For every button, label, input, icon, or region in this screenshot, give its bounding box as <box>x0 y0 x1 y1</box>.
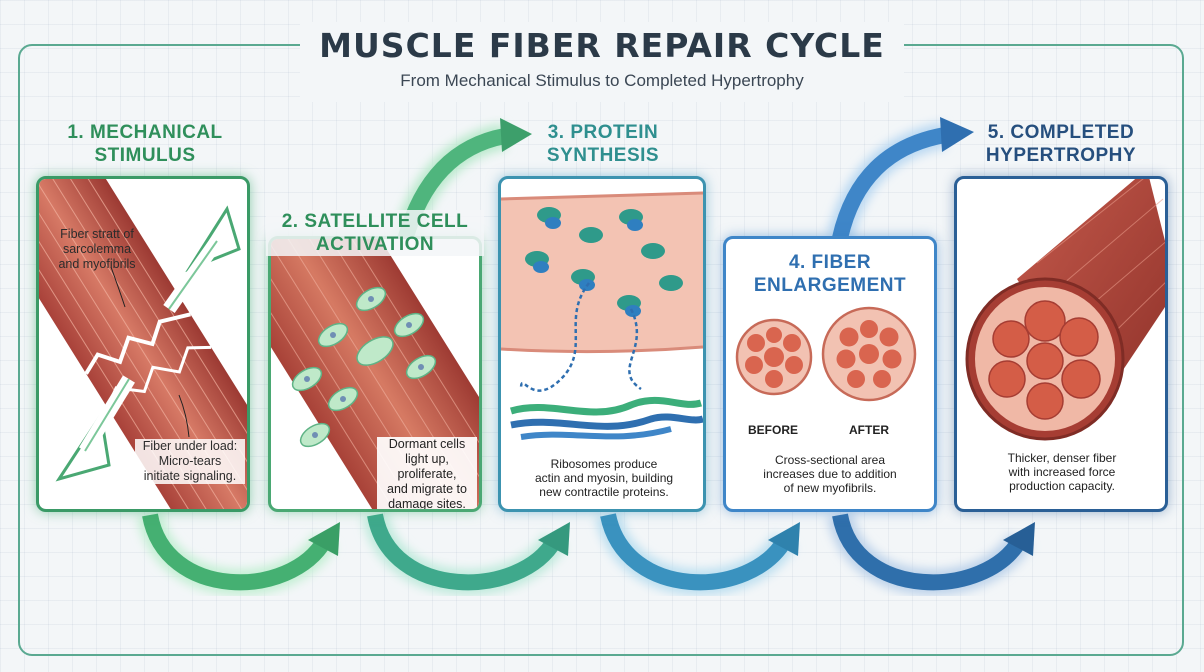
arc-arrow-top-2 <box>827 117 974 242</box>
stage-5-caption: Thicker, denser fiber with increased for… <box>967 451 1157 493</box>
stage-1-note-bottom-line-1: Fiber under load: <box>142 439 238 453</box>
stage-3-caption-line-3: new contractile proteins. <box>539 485 669 499</box>
stage-2-caption-line-4: damage sites. <box>388 497 466 511</box>
stage-3-caption-line-1: Ribosomes produce <box>550 457 658 471</box>
page-subtitle: From Mechanical Stimulus to Completed Hy… <box>400 71 804 90</box>
stage-5-caption-line-3: production capacity. <box>1009 479 1115 493</box>
stage-1-note-bottom-line-3: initiate signaling. <box>143 469 237 483</box>
stage-1-note-top-line-1: Fiber stratt of <box>60 227 134 241</box>
stage-2-card: Dormant cells light up, proliferate, and… <box>268 236 482 512</box>
stage-2-heading-line-2: ACTIVATION <box>315 234 435 255</box>
stage-4-caption-line-3: of new myofibrils. <box>783 481 877 495</box>
after-cross-section <box>821 306 917 402</box>
stage-1-card: Fiber stratt of sarcolemma and myofibril… <box>36 176 250 512</box>
protein-synthesis-illustration <box>501 191 703 440</box>
stage-3-heading: 3. PROTEIN SYNTHESIS <box>500 121 706 167</box>
stage-2-caption-line-2: light up, proliferate, <box>397 452 457 481</box>
before-label: BEFORE <box>747 423 798 437</box>
stage-1-note-top-line-2: sarcolemma <box>62 242 132 256</box>
stage-1-heading-line-2: STIMULUS <box>94 145 196 166</box>
stage-5-heading: 5. COMPLETED HYPERTROPHY <box>954 121 1168 167</box>
stage-5-heading-line-1: 5. COMPLETED <box>987 122 1135 143</box>
stage-2-caption: Dormant cells light up, proliferate, and… <box>377 437 477 511</box>
stage-5-caption-line-2: with increased force <box>1008 465 1116 479</box>
stage-2-heading-line-1: 2. SATELLITE CELL <box>281 211 469 232</box>
stage-5-card: Thicker, denser fiber with increased for… <box>954 176 1168 512</box>
stage-4-heading-line-1: 4. FIBER <box>788 252 872 273</box>
stage-3-heading-line-1: 3. PROTEIN <box>547 122 659 143</box>
stage-3-caption: Ribosomes produce actin and myosin, buil… <box>509 457 699 499</box>
hypertrophied-fiber-illustration <box>965 179 1165 441</box>
loop-arrow-bottom-2 <box>362 511 570 596</box>
page-title: MUSCLE FIBER REPAIR CYCLE <box>319 26 885 65</box>
loop-arrow-bottom-4 <box>827 511 1035 596</box>
loop-arrow-bottom-1 <box>137 511 340 596</box>
stage-1-heading: 1. MECHANICAL STIMULUS <box>40 121 250 167</box>
stage-1-note-top-line-3: and myofibrils <box>58 257 136 271</box>
loop-arrow-bottom-3 <box>595 511 800 596</box>
stage-2-caption-line-3: and migrate to <box>387 482 467 496</box>
before-cross-section <box>735 318 813 396</box>
stage-4-caption-line-1: Cross-sectional area <box>774 453 886 467</box>
stage-5-heading-line-2: HYPERTROPHY <box>985 145 1137 166</box>
actin-myosin-filaments <box>509 396 703 440</box>
title-block: MUSCLE FIBER REPAIR CYCLE From Mechanica… <box>300 22 904 102</box>
after-label: AFTER <box>849 423 889 437</box>
stage-1-note-top: Fiber stratt of sarcolemma and myofibril… <box>47 227 147 272</box>
stage-2-caption-line-1: Dormant cells <box>388 437 466 451</box>
stage-2-heading: 2. SATELLITE CELL ACTIVATION <box>266 210 484 256</box>
stage-3-caption-line-2: actin and myosin, building <box>534 471 674 485</box>
stage-5-caption-line-1: Thicker, denser fiber <box>1007 451 1117 465</box>
stage-1-heading-line-1: 1. MECHANICAL <box>67 122 223 143</box>
fiber-cross-sections-illustration <box>735 306 917 402</box>
stage-4-caption-line-2: increases due to addition <box>763 467 897 481</box>
stage-3-card: Ribosomes produce actin and myosin, buil… <box>498 176 706 512</box>
stage-4-heading-line-2: ENLARGEMENT <box>753 275 907 296</box>
stage-3-heading-line-2: SYNTHESIS <box>546 145 660 166</box>
myofibril-bundles <box>988 300 1101 420</box>
stage-1-note-bottom-line-2: Micro-tears <box>158 454 222 468</box>
stage-4-card: 4. FIBER ENLARGEMENT BEFORE AFTER Cross-… <box>723 236 937 512</box>
stage-4-heading: 4. FIBER ENLARGEMENT <box>726 251 934 297</box>
stage-1-note-bottom: Fiber under load: Micro-tears initiate s… <box>135 439 245 484</box>
stage-4-caption: Cross-sectional area increases due to ad… <box>734 453 926 495</box>
